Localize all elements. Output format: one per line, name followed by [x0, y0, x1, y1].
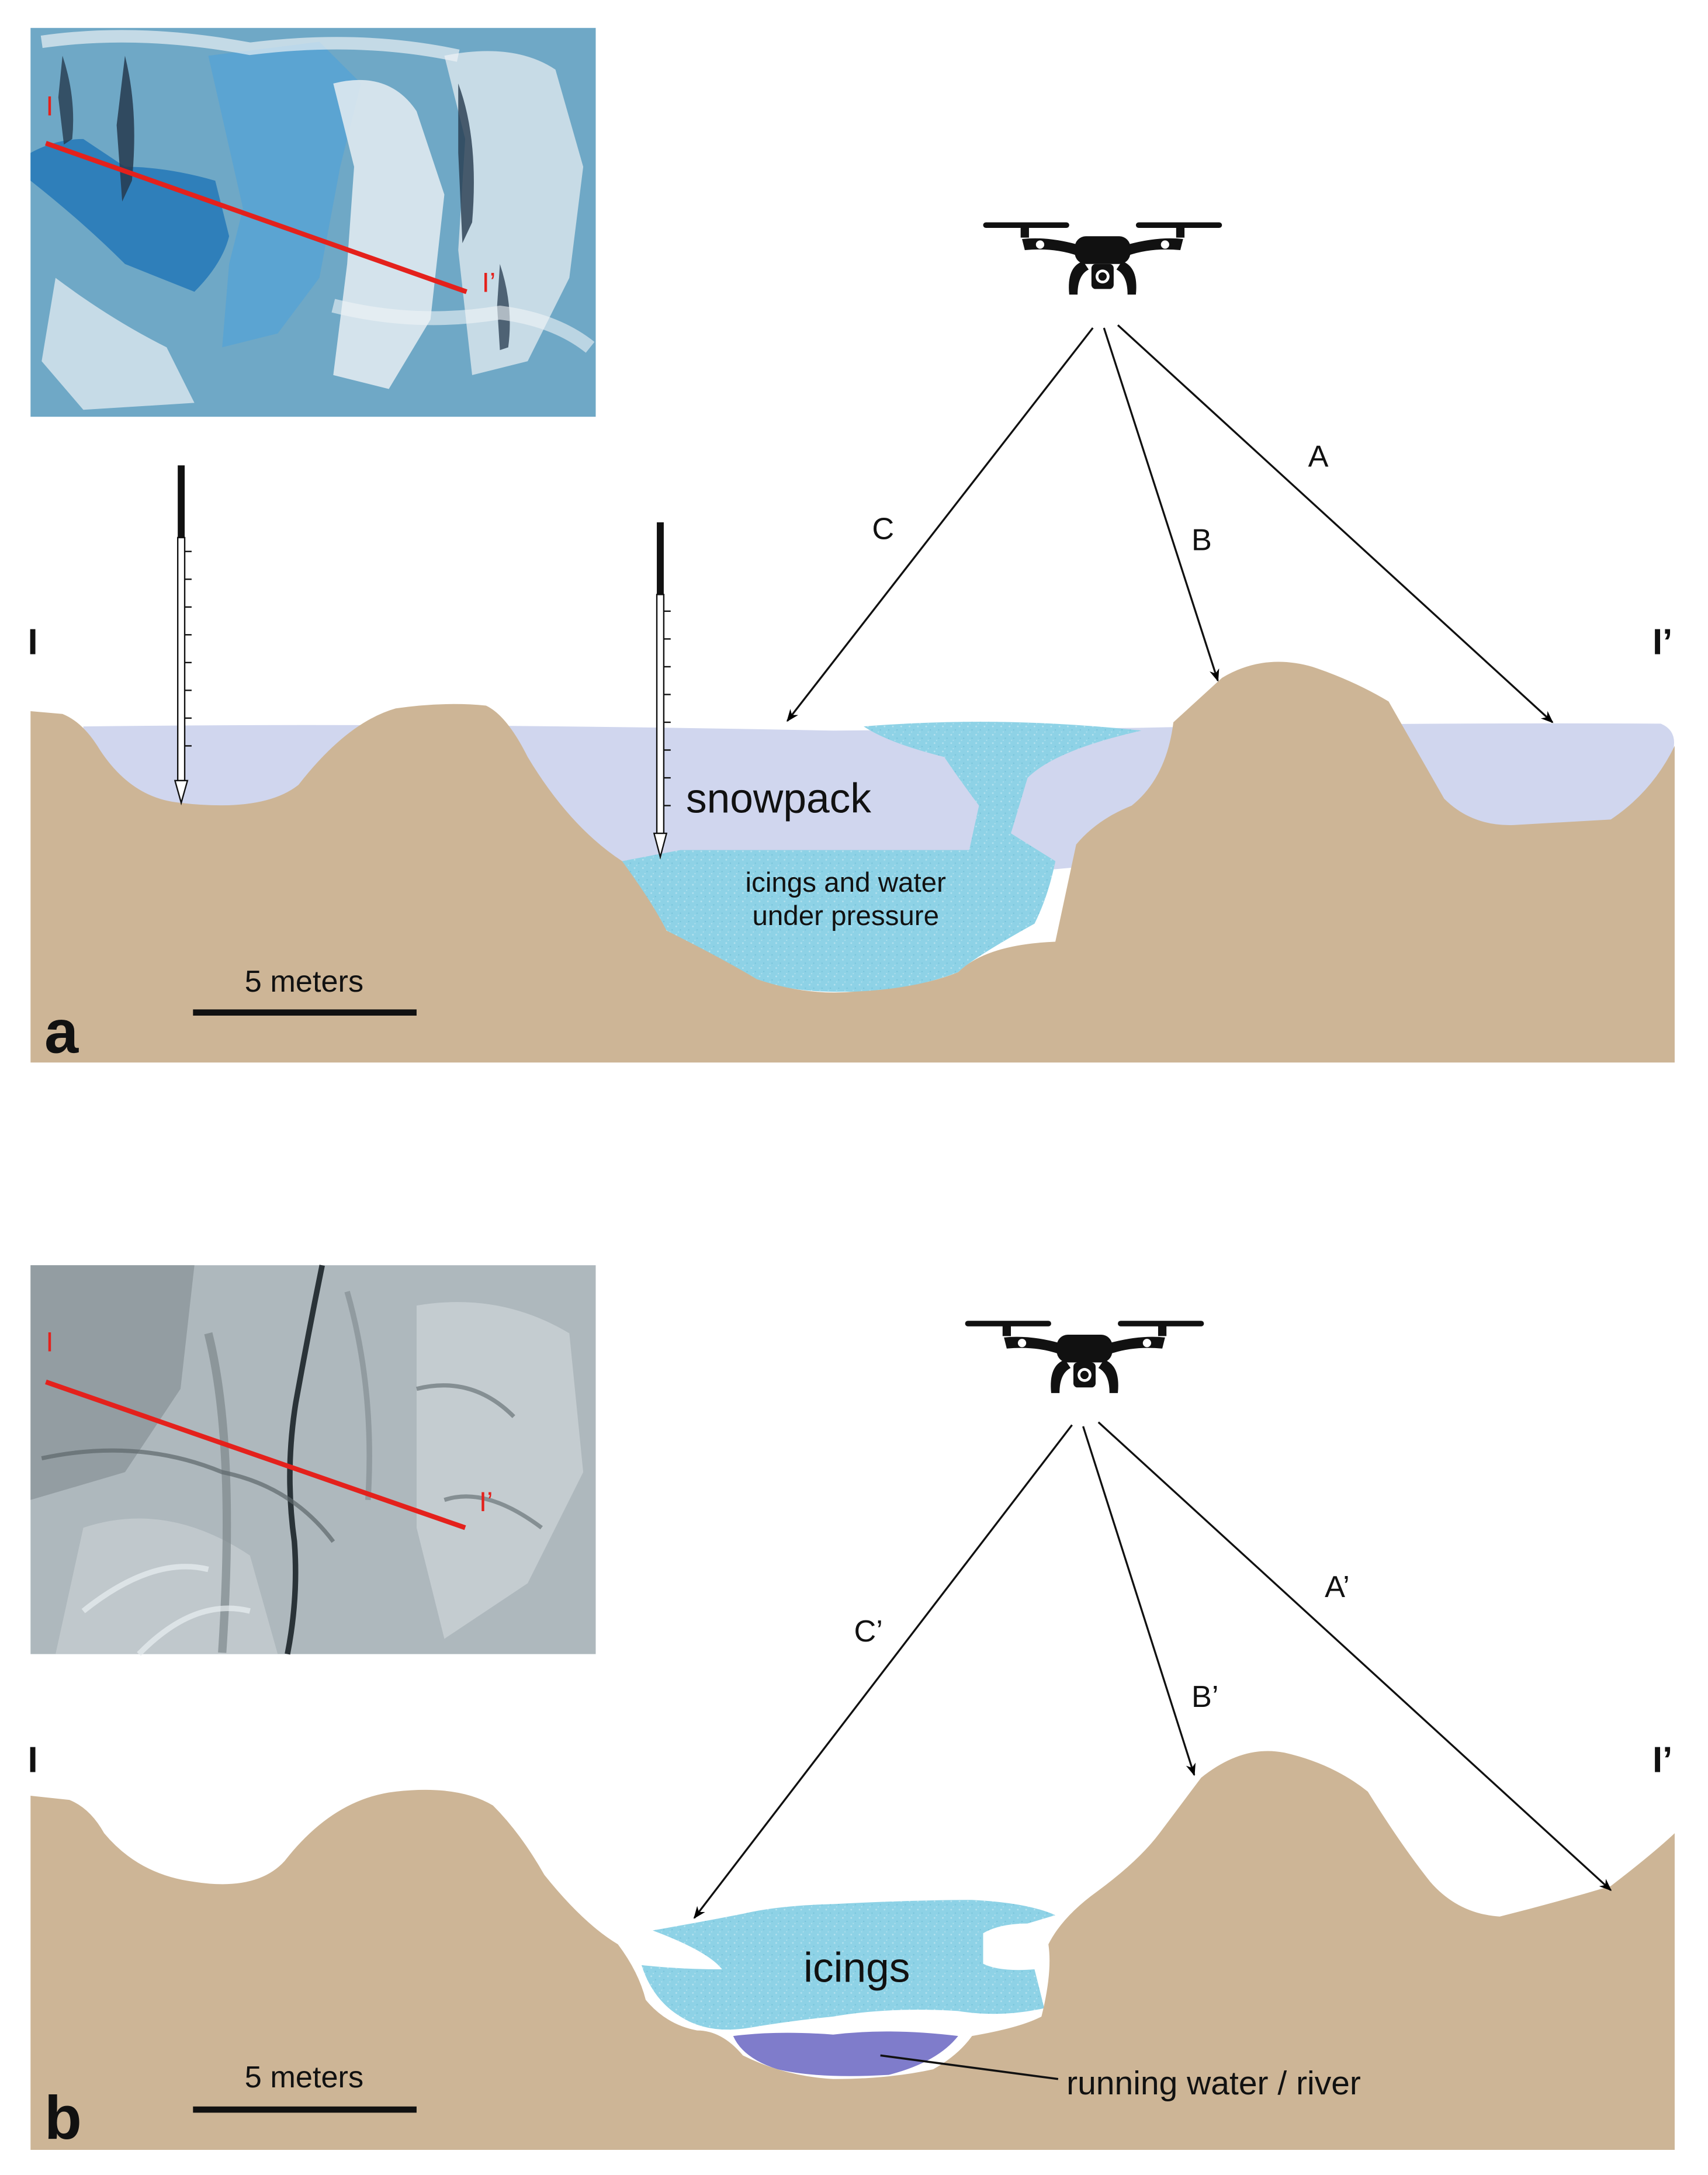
arrow-label-b: B [1191, 523, 1212, 557]
panel-b: I I’ I I’ A’ B’ C’ icings running water … [28, 1265, 1675, 2152]
snow-probe-icon [653, 522, 671, 860]
arrow-b-prime [1082, 1426, 1196, 1776]
scale-bar-label-b: 5 meters [245, 2060, 363, 2094]
ground-profile-a [30, 661, 1675, 1063]
running-water-label: running water / river [1066, 2065, 1361, 2102]
running-water-body [733, 2031, 958, 2076]
arrow-label-c: C [872, 512, 894, 546]
section-start-label-inset-b: I [46, 1327, 53, 1358]
section-end-label-inset-a: I’ [482, 267, 496, 298]
aerial-photo-inset-a: I I’ [30, 27, 596, 417]
scale-bar-b: 5 meters [193, 2060, 417, 2113]
arrow-a [1117, 324, 1554, 723]
arrow-b [1103, 327, 1219, 682]
icing-water-label-line: icings and water [746, 867, 947, 898]
icing-water-label-line: under pressure [752, 901, 939, 931]
arrow-label-a: A [1308, 440, 1329, 474]
scale-bar-a: 5 meters [193, 965, 417, 1016]
arrow-c-prime [693, 1424, 1073, 1919]
arrow-label-c-prime: C’ [854, 1615, 883, 1648]
snow-probe-icon [174, 465, 192, 806]
ground-profile-b [30, 1751, 1675, 2150]
drone-icon [983, 222, 1222, 295]
section-start-label-a: I [28, 622, 38, 663]
arrow-label-a-prime: A’ [1325, 1570, 1350, 1604]
arrow-c [787, 327, 1094, 722]
aerial-photo-inset-b: I I’ [30, 1265, 596, 1656]
section-end-label-a: I’ [1652, 622, 1672, 663]
panel-letter-b: b [44, 2084, 82, 2152]
drone-icon [965, 1321, 1204, 1393]
panel-a: I I’ I I’ [28, 27, 1675, 1066]
section-line-a [45, 141, 467, 295]
arrow-label-b-prime: B’ [1191, 1680, 1218, 1714]
section-start-label-inset-a: I [46, 91, 53, 122]
river-leader-line [880, 2054, 1059, 2080]
panel-letter-a: a [44, 998, 79, 1066]
icings-label: icings [803, 1944, 910, 1991]
snowpack-label: snowpack [686, 775, 871, 822]
scale-bar-label-a: 5 meters [245, 965, 363, 999]
section-end-label-inset-b: I’ [479, 1487, 493, 1518]
section-start-label-b: I [28, 1740, 38, 1781]
section-line-b [45, 1379, 466, 1530]
section-end-label-b: I’ [1652, 1740, 1672, 1781]
arrow-a-prime [1097, 1421, 1612, 1892]
